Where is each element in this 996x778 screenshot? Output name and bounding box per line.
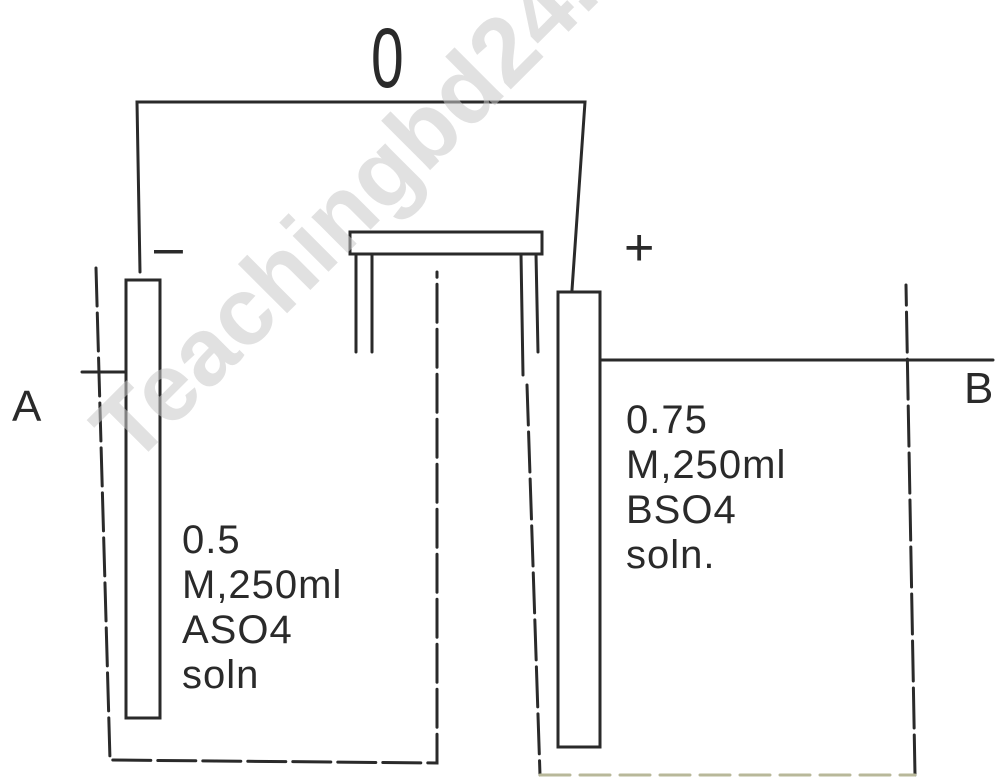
left-solution-concentration: 0.5 (182, 518, 241, 562)
external-wire (135, 100, 587, 292)
right-solution-volume: M,250ml (626, 443, 787, 487)
terminal-label-b: B (964, 364, 994, 413)
left-beaker (94, 266, 439, 765)
right-solution-concentration: 0.75 (626, 398, 708, 442)
left-solution-volume: M,250ml (182, 563, 343, 607)
right-beaker (525, 283, 917, 777)
right-solution-word: soln. (626, 533, 716, 577)
meter-symbol: 0 (371, 11, 404, 105)
left-solution-word: soln (182, 653, 260, 697)
right-solution-label: 0.75 M,250ml BSO4 soln. (626, 398, 786, 578)
negative-sign: – (154, 219, 183, 277)
left-solution-label: 0.5 M,250ml ASO4 soln (182, 518, 342, 698)
positive-sign: + (624, 219, 655, 277)
terminal-label-a: A (12, 382, 42, 431)
right-solution-formula: BSO4 (626, 488, 737, 532)
left-solution-formula: ASO4 (182, 608, 293, 652)
left-electrode (124, 278, 162, 720)
right-electrode (556, 290, 602, 749)
salt-bridge (348, 230, 544, 377)
